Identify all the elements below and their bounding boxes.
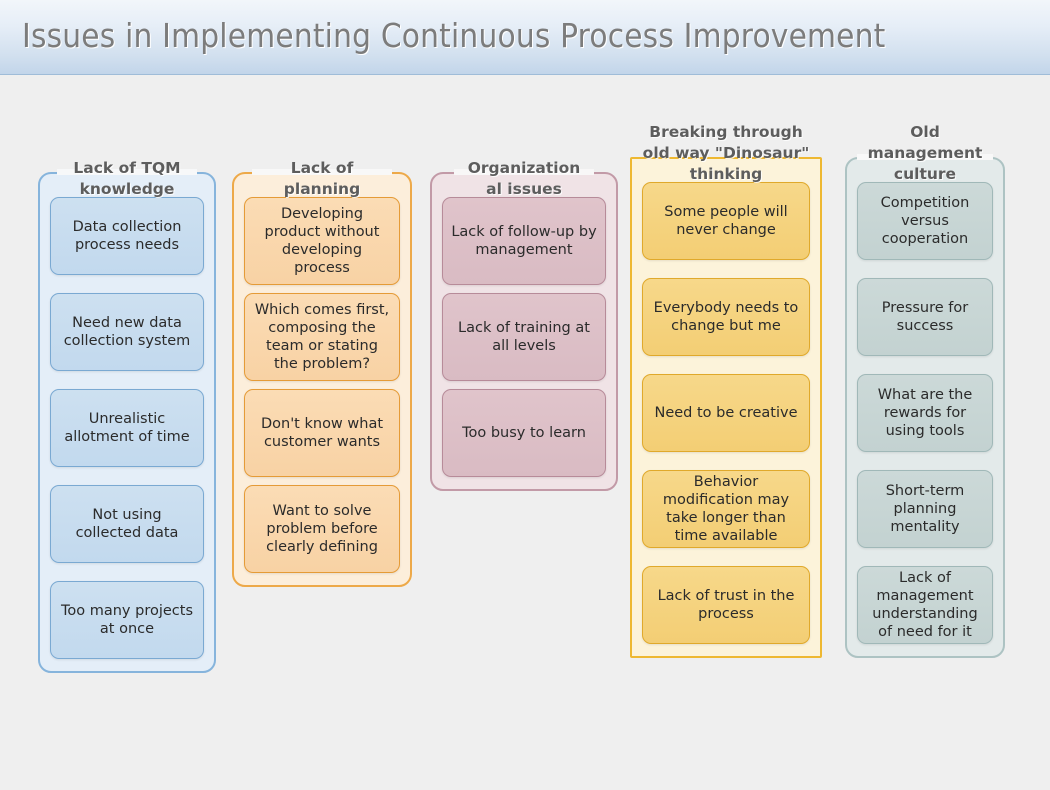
issue-node[interactable]: Too many projects at once	[50, 581, 204, 659]
issue-node-label: Not using collected data	[75, 507, 179, 541]
issue-node[interactable]: Which comes first, composing the team or…	[244, 293, 400, 381]
issue-node[interactable]: Competition versus cooperation	[857, 182, 993, 260]
issue-node-label: Lack of follow-up by management	[451, 224, 597, 258]
issue-node-label: Need new data collection system	[63, 315, 191, 349]
issue-node[interactable]: Short-term planning mentality	[857, 470, 993, 548]
issue-node[interactable]: Not using collected data	[50, 485, 204, 563]
issue-node-label: Behavior modification may take longer th…	[662, 474, 790, 544]
issue-node[interactable]: Need to be creative	[642, 374, 810, 452]
issue-node[interactable]: Developing product without developing pr…	[244, 197, 400, 285]
issue-node-label: Developing product without developing pr…	[264, 206, 380, 276]
issue-node[interactable]: Lack of trust in the process	[642, 566, 810, 644]
issue-node[interactable]: Everybody needs to change but me	[642, 278, 810, 356]
issue-node[interactable]: Behavior modification may take longer th…	[642, 470, 810, 548]
issue-node[interactable]: Data collection process needs	[50, 197, 204, 275]
column-title-border-gap	[857, 154, 993, 160]
issue-node[interactable]: Lack of training at all levels	[442, 293, 606, 381]
issue-node-label: Lack of training at all levels	[458, 320, 590, 354]
column-title-border-gap	[454, 169, 594, 175]
column-title-border-gap	[252, 169, 392, 175]
page-title: Issues in Implementing Continuous Proces…	[22, 16, 886, 55]
issue-node[interactable]: Too busy to learn	[442, 389, 606, 477]
issue-node-label: Want to solve problem before clearly def…	[266, 503, 378, 555]
column-title-border-gap	[57, 169, 197, 175]
issue-node-label: Too many projects at once	[60, 603, 193, 637]
issue-node-label: Which comes first, composing the team or…	[254, 302, 390, 372]
issue-node[interactable]: What are the rewards for using tools	[857, 374, 993, 452]
issue-node-label: Data collection process needs	[72, 219, 182, 253]
issue-node-label: Need to be creative	[654, 405, 798, 421]
column-title-line: Breaking through	[649, 123, 803, 141]
issue-node-label: Short-term planning mentality	[885, 483, 965, 535]
issue-node[interactable]: Don't know what customer wants	[244, 389, 400, 477]
issue-node[interactable]: Lack of follow-up by management	[442, 197, 606, 285]
issue-node-label: Pressure for success	[881, 300, 969, 334]
title-header-bar: Issues in Implementing Continuous Proces…	[0, 0, 1050, 75]
issue-node-label: Lack of management understanding of need…	[872, 570, 978, 640]
issue-node[interactable]: Unrealistic allotment of time	[50, 389, 204, 467]
issue-node[interactable]: Lack of management understanding of need…	[857, 566, 993, 644]
issue-node[interactable]: Need new data collection system	[50, 293, 204, 371]
issue-node[interactable]: Want to solve problem before clearly def…	[244, 485, 400, 573]
issue-node-label: Too busy to learn	[462, 425, 586, 441]
column-title-line: Old	[910, 123, 940, 141]
issue-node[interactable]: Pressure for success	[857, 278, 993, 356]
issue-node-label: Don't know what customer wants	[260, 416, 384, 450]
issue-node-label: Unrealistic allotment of time	[64, 411, 190, 445]
issue-node[interactable]: Some people will never change	[642, 182, 810, 260]
issue-node-label: Lack of trust in the process	[657, 588, 795, 622]
issue-node-label: Some people will never change	[664, 204, 788, 238]
issue-node-label: Everybody needs to change but me	[653, 300, 799, 334]
issue-node-label: Competition versus cooperation	[880, 195, 970, 247]
issue-node-label: What are the rewards for using tools	[877, 387, 973, 439]
